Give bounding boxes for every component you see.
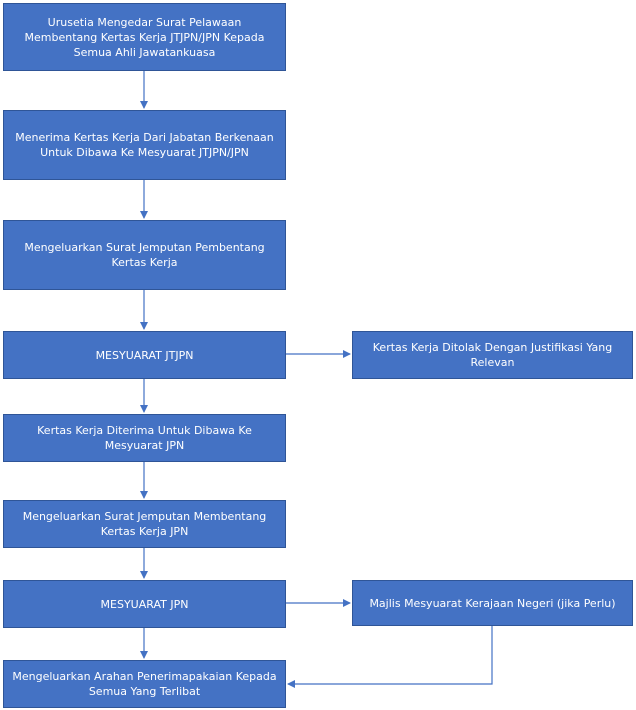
step-7-text: MESYUARAT JPN: [100, 597, 189, 611]
step-6-text: Mengeluarkan Surat Jemputan Membentang K…: [22, 510, 267, 538]
step-5-box: Kertas Kerja Diterima Untuk Dibawa Ke Me…: [3, 414, 286, 462]
step-3-text: Mengeluarkan Surat Jemputan Pembentang K…: [24, 241, 265, 269]
step-2-box: Menerima Kertas Kerja Dari Jabatan Berke…: [3, 110, 286, 180]
step-7-box: MESYUARAT JPN: [3, 580, 286, 628]
step-5-text: Kertas Kerja Diterima Untuk Dibawa Ke Me…: [37, 424, 252, 452]
step-3-box: Mengeluarkan Surat Jemputan Pembentang K…: [3, 220, 286, 290]
step-6-box: Mengeluarkan Surat Jemputan Membentang K…: [3, 500, 286, 548]
step-1-text: Urusetia Mengedar Surat Pelawaan Membent…: [24, 15, 265, 59]
step-8-text: Mengeluarkan Arahan Penerimapakaian Kepa…: [12, 670, 277, 698]
side-1-box: Kertas Kerja Ditolak Dengan Justifikasi …: [352, 331, 633, 379]
side-2-text: Majlis Mesyuarat Kerajaan Negeri (jika P…: [369, 596, 616, 610]
side-2-box: Majlis Mesyuarat Kerajaan Negeri (jika P…: [352, 580, 633, 626]
step-4-box: MESYUARAT JTJPN: [3, 331, 286, 379]
arrow-side2-step8: [287, 626, 493, 688]
step-8-box: Mengeluarkan Arahan Penerimapakaian Kepa…: [3, 660, 286, 708]
step-2-text: Menerima Kertas Kerja Dari Jabatan Berke…: [15, 131, 274, 159]
step-4-text: MESYUARAT JTJPN: [95, 348, 194, 362]
step-1-box: Urusetia Mengedar Surat Pelawaan Membent…: [3, 3, 286, 71]
side-1-text: Kertas Kerja Ditolak Dengan Justifikasi …: [372, 341, 613, 369]
